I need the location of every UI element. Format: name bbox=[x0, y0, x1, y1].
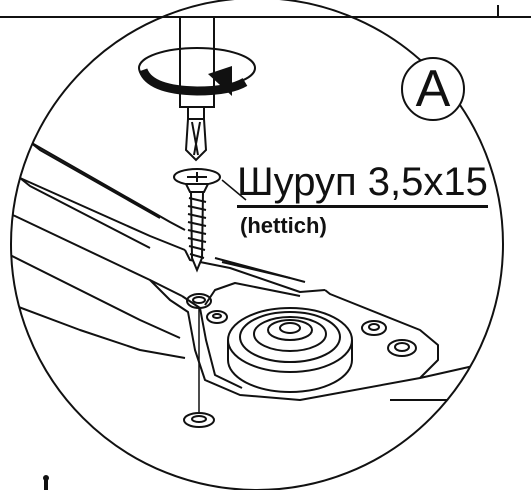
screw-label-text: Шуруп 3,5x15 bbox=[237, 160, 488, 208]
mounting-holes bbox=[183, 293, 417, 428]
rotation-arrow-icon bbox=[138, 47, 256, 96]
roller-wheel bbox=[227, 307, 353, 393]
screw bbox=[173, 168, 221, 273]
callout-circle bbox=[401, 57, 465, 121]
screw-label: Шуруп 3,5x15 bbox=[237, 159, 488, 208]
pin-mark-icon bbox=[43, 475, 49, 490]
callout-letter: A bbox=[415, 60, 451, 118]
leader-line bbox=[221, 179, 247, 201]
screw-brand: (hettich) bbox=[240, 213, 327, 238]
detail-circle bbox=[10, 0, 504, 490]
